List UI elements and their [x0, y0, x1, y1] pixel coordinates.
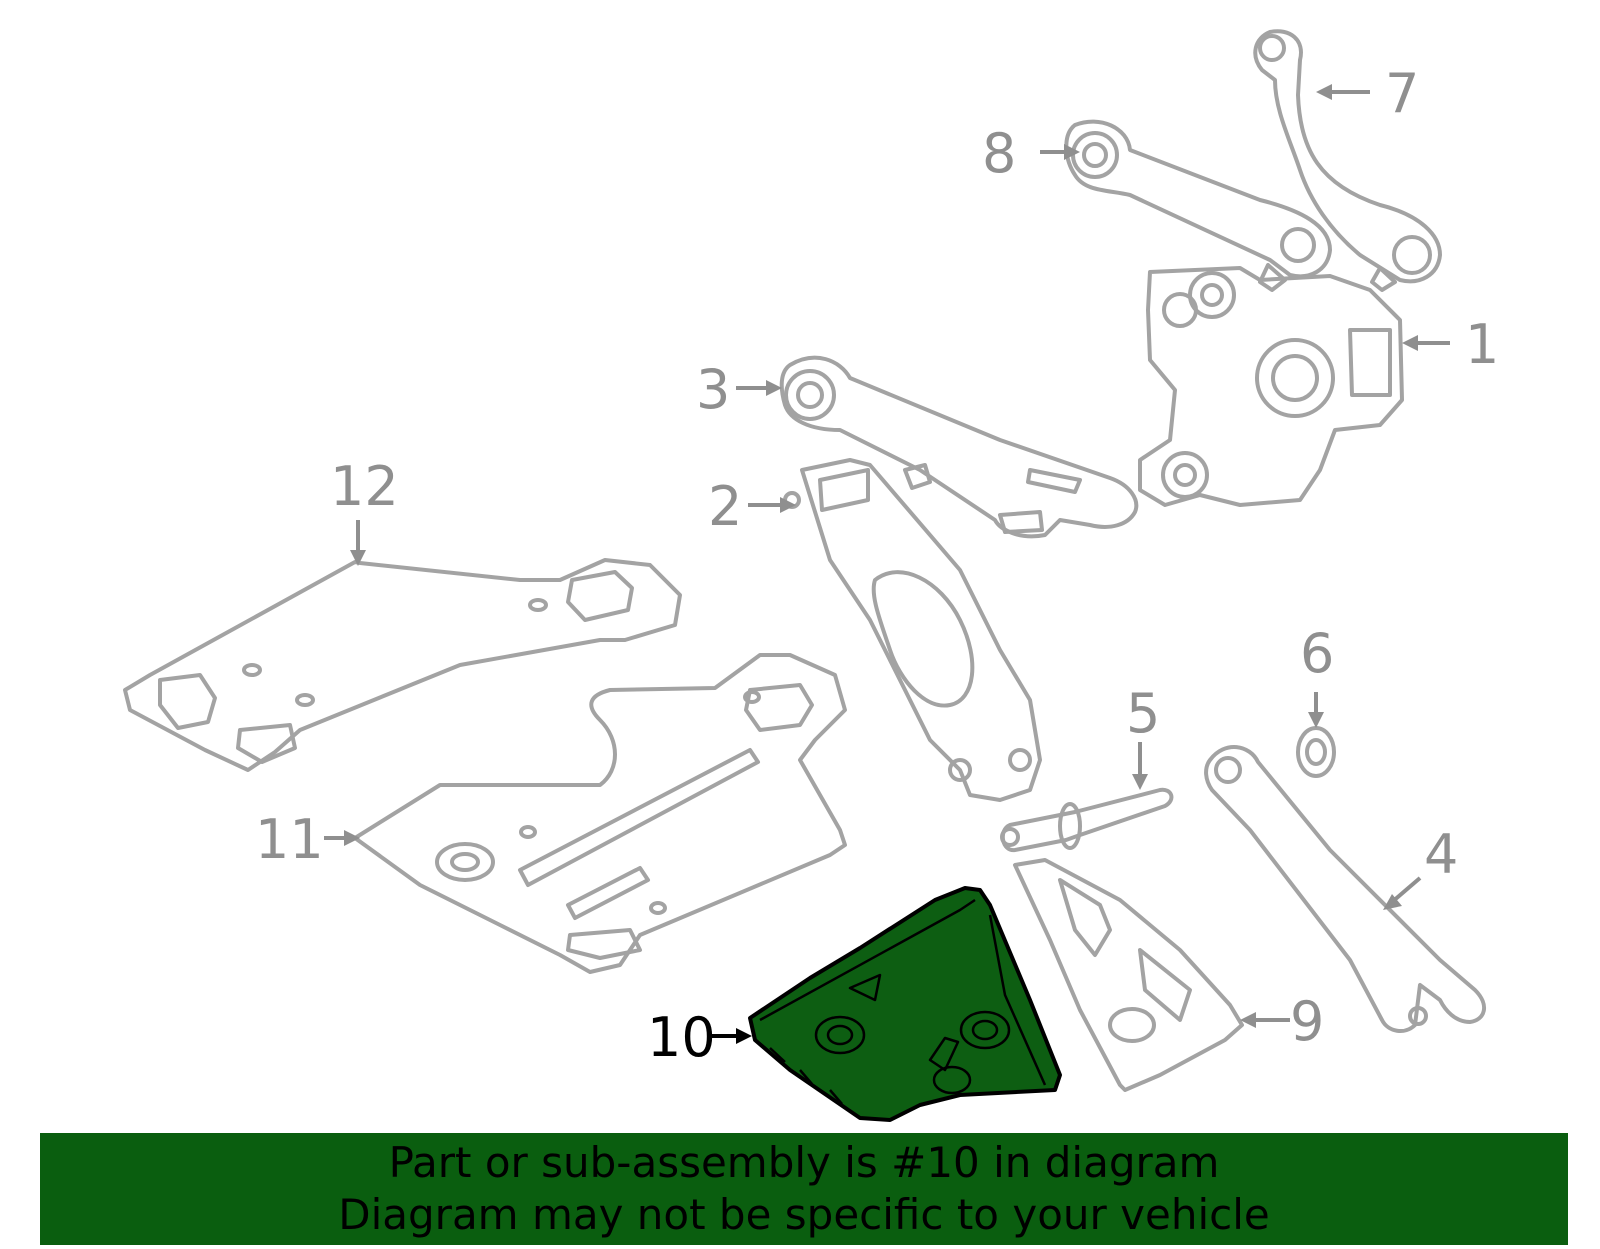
- label-2: 2: [708, 475, 742, 538]
- label-7: 7: [1385, 62, 1419, 125]
- part-7-control-arm: [1253, 29, 1442, 292]
- label-8: 8: [982, 122, 1016, 185]
- part-3-control-arm: [779, 355, 1139, 539]
- label-10: 10: [647, 1006, 716, 1069]
- label-3: 3: [696, 358, 730, 421]
- info-banner: Part or sub-assembly is #10 in diagram D…: [40, 1133, 1568, 1245]
- part-2-trailing-arm: [783, 458, 1042, 802]
- label-5: 5: [1126, 682, 1160, 745]
- label-12: 12: [330, 455, 399, 518]
- label-1: 1: [1465, 313, 1499, 376]
- part-10-highlighted: [748, 886, 1062, 1122]
- part-9-bracket: [1013, 858, 1244, 1092]
- part-11-panel: [353, 653, 847, 974]
- label-6: 6: [1300, 622, 1334, 685]
- part-4-toe-link: [1204, 745, 1486, 1033]
- part-5-bolt: [1000, 787, 1174, 853]
- label-11: 11: [255, 808, 324, 871]
- banner-line-1: Part or sub-assembly is #10 in diagram: [388, 1138, 1220, 1187]
- part-1-knuckle: [1138, 266, 1404, 507]
- label-9: 9: [1290, 990, 1324, 1053]
- part-12-panel: [123, 558, 682, 772]
- part-6-bushing: [1296, 726, 1336, 778]
- banner-line-2: Diagram may not be specific to your vehi…: [338, 1190, 1270, 1239]
- label-4: 4: [1424, 823, 1458, 886]
- callout-arrows: [324, 84, 1450, 1044]
- part-8-control-arm: [1064, 119, 1332, 292]
